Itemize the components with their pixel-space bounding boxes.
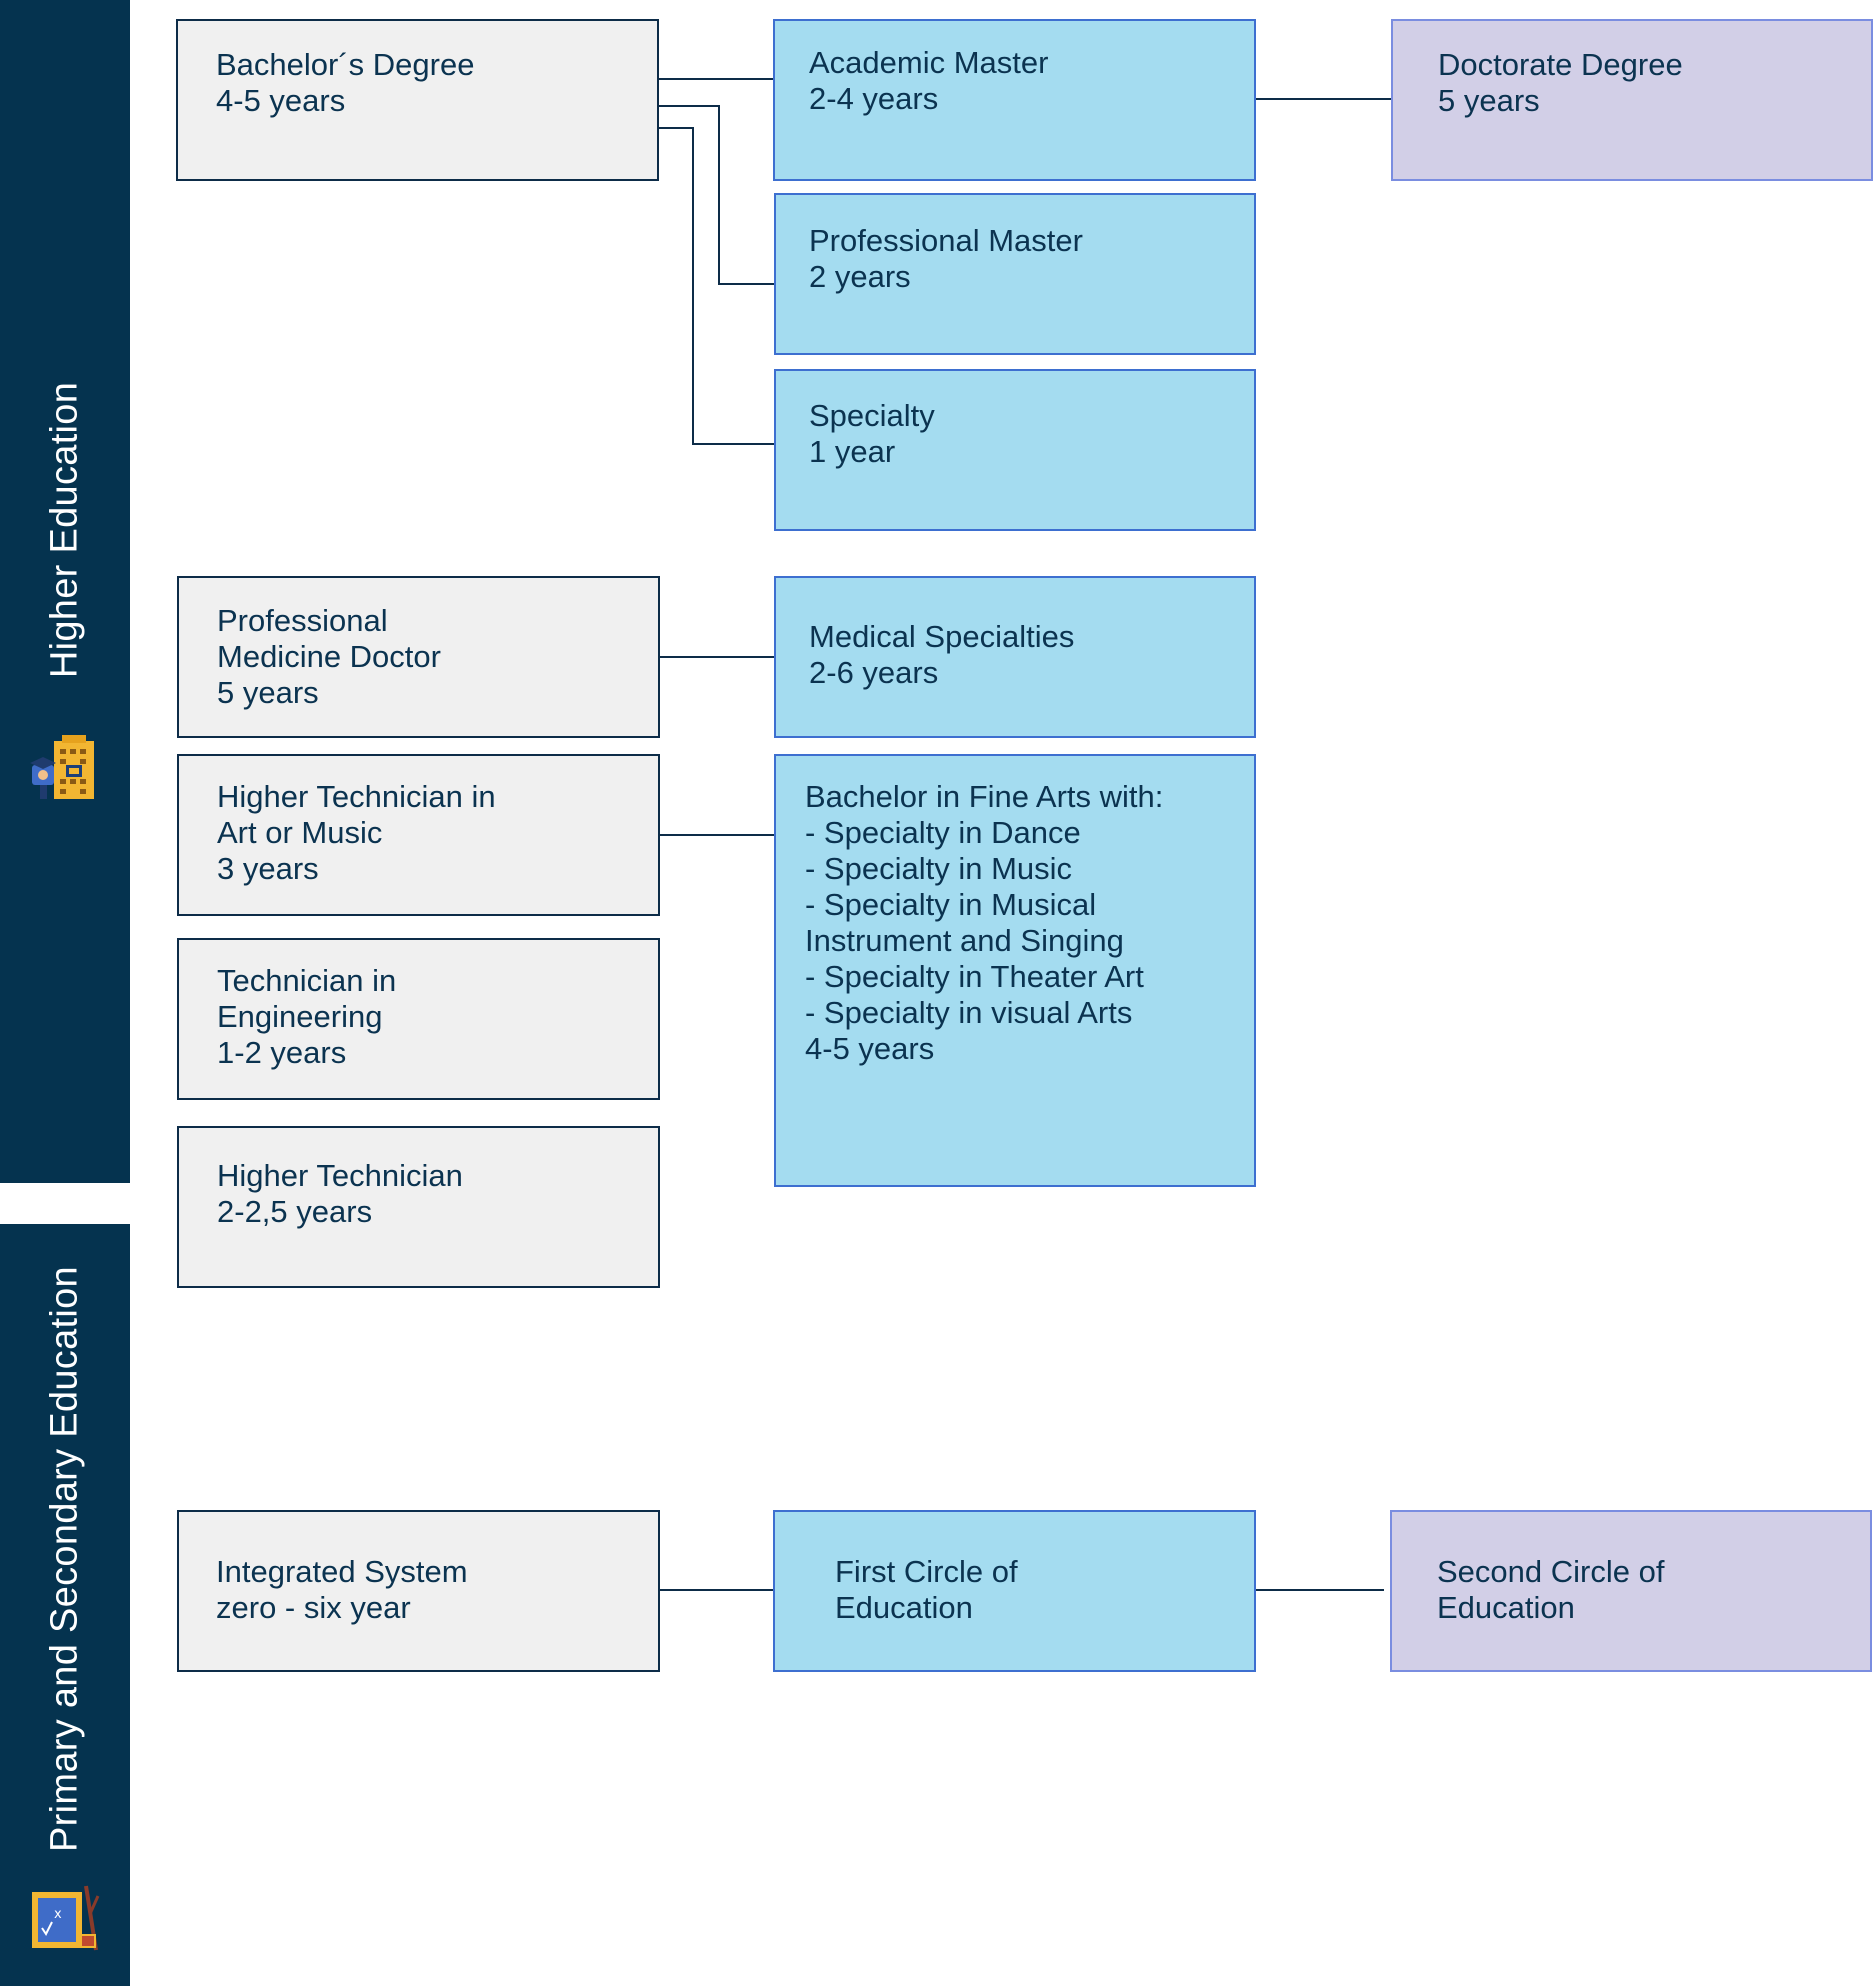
- box-technician-engineering: Technician in Engineering 1-2 years: [177, 938, 660, 1100]
- box-text-line: Medical Specialties: [809, 619, 1075, 654]
- box-text-line: Technician in: [217, 963, 397, 998]
- box-text-line: 1 year: [809, 434, 896, 469]
- box-text-line: Professional: [217, 603, 388, 638]
- box-text-line: - Specialty in Musical: [805, 887, 1097, 922]
- sidebar-higher-education: Higher Education: [0, 0, 130, 1183]
- box-text-line: Engineering: [217, 999, 383, 1034]
- box-text-line: Medicine Doctor: [217, 639, 441, 674]
- university-building-icon: [30, 735, 94, 799]
- box-text-line: 2-2,5 years: [217, 1194, 373, 1229]
- box-specialty: Specialty 1 year: [774, 369, 1256, 531]
- box-text-line: 2-4 years: [809, 81, 939, 116]
- box-text-line: - Specialty in Theater Art: [805, 959, 1144, 994]
- box-text-line: 2 years: [809, 259, 911, 294]
- box-text-line: Higher Technician: [217, 1158, 463, 1193]
- box-text-line: - Specialty in visual Arts: [805, 995, 1133, 1030]
- sidebar-primary-secondary: Primary and Secondary Education x: [0, 1224, 130, 1986]
- box-text-line: zero - six year: [216, 1590, 411, 1625]
- box-doctorate-degree: Doctorate Degree 5 years: [1391, 19, 1873, 181]
- box-academic-master: Academic Master 2-4 years: [773, 19, 1256, 181]
- connector-bachelor-professional-master: [658, 105, 774, 285]
- box-professional-master: Professional Master 2 years: [774, 193, 1256, 355]
- box-text-line: Specialty: [809, 398, 935, 433]
- box-text-line: - Specialty in Music: [805, 851, 1073, 886]
- box-first-circle-education: First Circle of Education: [773, 1510, 1256, 1672]
- box-text-line: 3 years: [217, 851, 319, 886]
- box-text-line: Education: [835, 1590, 973, 1625]
- blackboard-easel-icon: x: [32, 1885, 100, 1951]
- box-text-line: 5 years: [217, 675, 319, 710]
- box-text-line: Bachelor in Fine Arts with:: [805, 779, 1164, 814]
- box-text-line: First Circle of: [835, 1554, 1018, 1589]
- box-medical-specialties: Medical Specialties 2-6 years: [774, 576, 1256, 738]
- box-bachelor-degree: Bachelor´s Degree 4-5 years: [176, 19, 659, 181]
- box-text-line: Professional Master: [809, 223, 1083, 258]
- box-higher-technician: Higher Technician 2-2,5 years: [177, 1126, 660, 1288]
- box-text-line: 1-2 years: [217, 1035, 347, 1070]
- box-text-line: Integrated System: [216, 1554, 468, 1589]
- box-second-circle-education: Second Circle of Education: [1390, 1510, 1872, 1672]
- box-text-line: 4-5 years: [216, 83, 346, 118]
- box-text-line: Art or Music: [217, 815, 383, 850]
- box-text-line: 5 years: [1438, 83, 1540, 118]
- box-text-line: Doctorate Degree: [1438, 47, 1683, 82]
- box-text-line: Instrument and Singing: [805, 923, 1124, 958]
- box-text-line: 4-5 years: [805, 1031, 935, 1066]
- box-higher-technician-art-music: Higher Technician in Art or Music 3 year…: [177, 754, 660, 916]
- box-bachelor-fine-arts: Bachelor in Fine Arts with: - Specialty …: [774, 754, 1256, 1187]
- box-text-line: 2-6 years: [809, 655, 939, 690]
- box-integrated-system: Integrated System zero - six year: [177, 1510, 660, 1672]
- connector-bachelor-specialty: [658, 127, 774, 445]
- svg-text:x: x: [54, 1907, 62, 1922]
- box-text-line: Higher Technician in: [217, 779, 496, 814]
- box-text-line: Education: [1437, 1590, 1575, 1625]
- box-professional-medicine-doctor: Professional Medicine Doctor 5 years: [177, 576, 660, 738]
- box-text-line: - Specialty in Dance: [805, 815, 1081, 850]
- box-text-line: Second Circle of: [1437, 1554, 1665, 1589]
- box-text-line: Academic Master: [809, 45, 1049, 80]
- box-text-line: Bachelor´s Degree: [216, 47, 475, 82]
